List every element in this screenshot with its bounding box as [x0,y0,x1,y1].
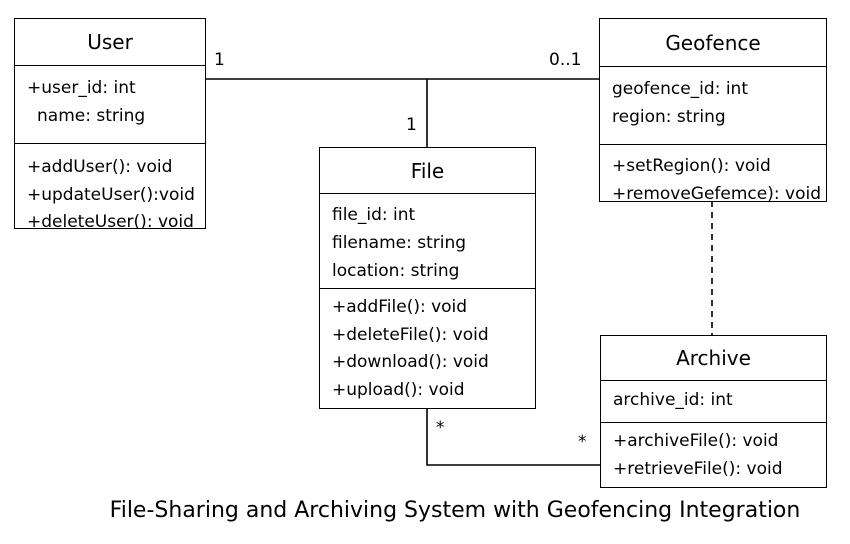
class-user: User +user_id: int name: string +addUser… [14,18,206,232]
class-file-name: File [320,148,535,194]
method: +retrieveFile(): void [613,458,783,479]
class-user-attributes: +user_id: int name: string [15,66,205,144]
method: +setRegion(): void [612,156,771,176]
class-file-methods: +addFile(): void +deleteFile(): void +do… [320,289,535,404]
class-archive: Archive archive_id: int +archiveFile(): … [600,335,827,488]
multiplicity-file-bottom: * [436,418,445,438]
class-geofence: Geofence geofence_id: int region: string… [599,18,827,204]
method: +download(): void [332,352,489,372]
class-user-methods: +addUser(): void +updateUser():void +del… [15,144,205,237]
class-file-attributes: file_id: int filename: string location: … [320,194,535,289]
multiplicity-user: 1 [214,50,225,70]
attribute: +user_id: int [27,78,136,98]
method: +upload(): void [332,379,465,400]
attribute: region: string [612,106,726,127]
method: +deleteUser(): void [27,212,194,232]
multiplicity-file-top: 1 [406,115,417,135]
association-file-archive [426,408,601,466]
class-geofence-attributes: geofence_id: int region: string [600,67,826,145]
method: +updateUser():void [27,184,195,205]
class-archive-methods: +archiveFile(): void +retrieveFile(): vo… [601,423,826,483]
class-user-name: User [15,19,205,66]
class-archive-name: Archive [601,336,826,381]
multiplicity-geofence: 0..1 [549,50,582,70]
attribute: filename: string [332,233,467,253]
class-geofence-methods: +setRegion(): void +removeGefemce): void [600,145,826,208]
attribute: name: string [37,105,146,126]
method: +addFile(): void [332,297,468,317]
method: +deleteFile(): void [332,324,489,345]
attribute: archive_id: int [613,390,733,410]
attribute: location: string [332,261,460,281]
class-archive-attributes: archive_id: int [601,381,826,423]
attribute: geofence_id: int [612,79,748,99]
class-geofence-name: Geofence [600,19,826,67]
multiplicity-archive: * [578,432,587,452]
attribute: file_id: int [332,205,416,225]
method: +removeGefemce): void [612,183,821,204]
diagram-caption: File-Sharing and Archiving System with G… [109,498,801,523]
class-file: File file_id: int filename: string locat… [319,147,536,409]
method: +archiveFile(): void [613,431,779,451]
method: +addUser(): void [27,157,173,177]
